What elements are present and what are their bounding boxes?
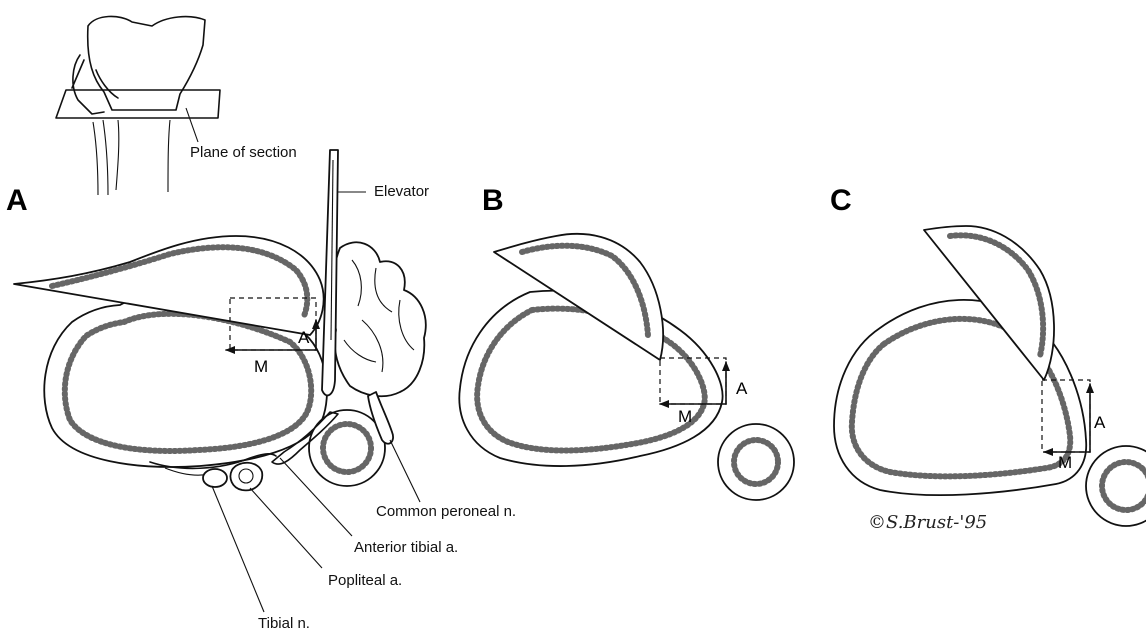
knee-bones (72, 16, 205, 195)
panel-a-drawing (14, 150, 426, 490)
panel-a-anterior-tibial-label: Anterior tibial a. (354, 539, 458, 556)
panel-b-vector-m-label: M (678, 407, 692, 426)
panel-b-vector-a-label: A (736, 379, 748, 398)
panel-b-letter: B (482, 184, 504, 217)
plane-of-section-label: Plane of section (190, 144, 297, 161)
panel-c-fibula (1086, 446, 1146, 526)
panel-b-drawing (459, 234, 794, 500)
panel-a-popliteal-artery (230, 463, 262, 491)
panel-c-letter: C (830, 184, 852, 217)
panel-a-elevator (322, 150, 338, 395)
inset-knee-illustration: Plane of section (56, 16, 297, 195)
panel-a-vector-m-label: M (254, 357, 268, 376)
panel-a-elevator-label: Elevator (374, 183, 429, 200)
panel-b-fibula (718, 424, 794, 500)
panel-a-muscle (332, 242, 426, 396)
panel-c-vector-m-label: M (1058, 453, 1072, 472)
panel-c-vector-a-label: A (1094, 413, 1106, 432)
section-plane-leader (186, 108, 198, 142)
panel-a-popliteal-label: Popliteal a. (328, 572, 402, 589)
panel-c-drawing (834, 226, 1146, 526)
panel-a-letter: A (6, 184, 28, 217)
panel-a-tibial-nerve (203, 469, 227, 487)
panel-a-common-peroneal-label: Common peroneal n. (376, 503, 516, 520)
panel-a-tibial-label: Tibial n. (258, 615, 310, 632)
panel-a-vector-a-label: A (298, 328, 310, 347)
artist-signature: ©S.Brust-'95 (868, 512, 987, 533)
section-plane (56, 90, 220, 118)
